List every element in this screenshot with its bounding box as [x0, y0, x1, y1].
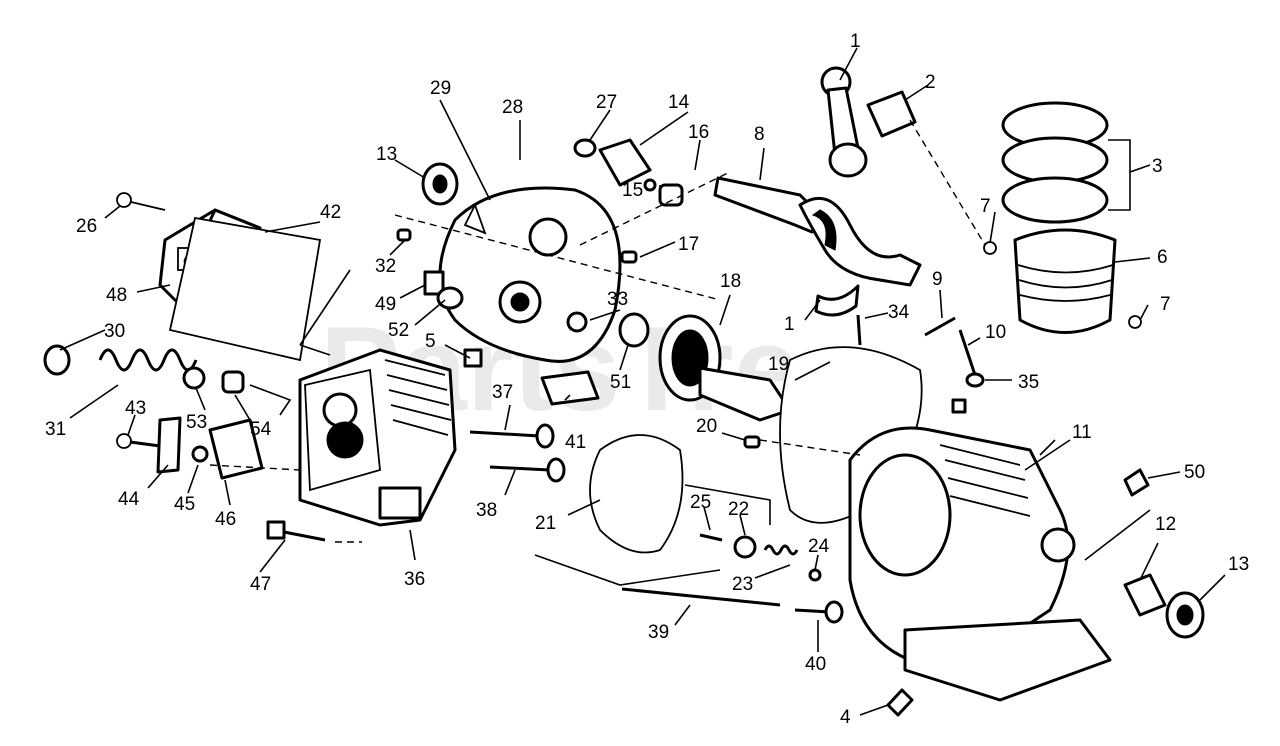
part-label-4: 4 — [840, 707, 851, 728]
part-label-37: 37 — [492, 382, 513, 403]
part-label-15: 15 — [622, 180, 643, 201]
part-label-28: 28 — [502, 97, 523, 118]
part-label-47: 47 — [250, 574, 271, 595]
part-label-3: 3 — [1152, 156, 1163, 177]
part-label-27: 27 — [596, 92, 617, 113]
part-label-9: 9 — [932, 269, 943, 290]
camshaft-part — [618, 312, 792, 422]
bushing-part — [1123, 573, 1205, 639]
part-label-23: 23 — [732, 574, 753, 595]
part-label-12: 12 — [1155, 514, 1176, 535]
part-label-18: 18 — [720, 271, 741, 292]
part-label-54: 54 — [250, 419, 272, 440]
screw-part — [116, 192, 166, 211]
head-bolt-part — [266, 520, 326, 542]
part-label-6: 6 — [1157, 247, 1168, 268]
part-label-7: 7 — [1160, 294, 1171, 315]
assembly-lines — [209, 119, 986, 471]
part-label-52: 52 — [388, 320, 409, 341]
part-label-21: 21 — [535, 513, 556, 534]
part-label-44: 44 — [118, 489, 140, 510]
part-label-41: 41 — [565, 432, 586, 453]
part-label-32: 32 — [375, 256, 396, 277]
part-label-42: 42 — [320, 202, 341, 223]
drain-plug-part — [423, 270, 483, 368]
part-label-7: 7 — [980, 196, 991, 217]
part-label-45: 45 — [174, 494, 195, 515]
part-label-22: 22 — [728, 499, 749, 520]
part-label-34: 34 — [888, 302, 910, 323]
part-label-29: 29 — [430, 78, 451, 99]
part-label-13: 13 — [1228, 554, 1249, 575]
part-label-33: 33 — [607, 289, 628, 310]
dowel-pin-part — [396, 228, 412, 242]
part-label-51: 51 — [610, 372, 631, 393]
part-label-1: 1 — [784, 314, 795, 335]
dowel-pin-part — [620, 250, 638, 264]
cylinder-block-part — [848, 426, 1112, 702]
part-labels: 1 1 2 3 4 5 6 7 7 8 9 10 11 12 13 13 14 … — [45, 31, 1249, 728]
crankshaft-part — [713, 176, 922, 287]
part-label-49: 49 — [375, 294, 396, 315]
part-label-25: 25 — [690, 492, 711, 513]
part-label-50: 50 — [1184, 462, 1205, 483]
part-label-13: 13 — [376, 144, 397, 165]
wrist-pin-part — [866, 90, 917, 138]
rocker-arm-part — [116, 416, 264, 480]
connecting-rod-part — [814, 66, 868, 317]
part-label-20: 20 — [696, 416, 717, 437]
stud-part — [1123, 468, 1150, 497]
oil-seal-part — [421, 162, 459, 206]
part-label-5: 5 — [425, 331, 436, 352]
part-label-39: 39 — [648, 622, 669, 643]
part-label-8: 8 — [754, 124, 765, 145]
part-label-30: 30 — [104, 321, 125, 342]
part-label-40: 40 — [805, 654, 826, 675]
rocker-cover-part: OHV — [158, 208, 322, 362]
leader-lines — [59, 47, 1226, 716]
piston-part — [1013, 228, 1117, 334]
part-label-53: 53 — [186, 412, 207, 433]
pushrod-part — [469, 423, 844, 624]
part-label-46: 46 — [215, 509, 236, 530]
part-label-10: 10 — [985, 322, 1006, 343]
piston-rings-part — [1001, 101, 1109, 224]
part-label-17: 17 — [678, 234, 699, 255]
valve-spring-part — [43, 344, 245, 394]
part-label-36: 36 — [404, 569, 425, 590]
part-label-48: 48 — [106, 285, 127, 306]
part-label-43: 43 — [125, 398, 146, 419]
part-label-38: 38 — [476, 500, 497, 521]
part-label-26: 26 — [76, 216, 97, 237]
part-label-19: 19 — [768, 354, 789, 375]
part-label-24: 24 — [808, 536, 830, 557]
part-label-35: 35 — [1018, 372, 1039, 393]
governor-arm-part — [856, 314, 985, 414]
part-label-11: 11 — [1072, 422, 1092, 443]
cylinder-head-part — [298, 348, 457, 527]
part-label-1: 1 — [850, 31, 861, 52]
oil-pump-part — [540, 311, 600, 406]
gasket-part — [589, 434, 684, 554]
circlip-part — [983, 241, 997, 255]
part-label-16: 16 — [688, 122, 709, 143]
part-label-2: 2 — [925, 72, 936, 93]
governor-part — [573, 138, 684, 207]
drain-plug-part — [886, 688, 914, 717]
part-label-14: 14 — [668, 92, 690, 113]
part-label-31: 31 — [45, 419, 66, 440]
circlip-part — [1128, 315, 1142, 329]
breather-valve-part — [699, 533, 822, 582]
pin-part — [743, 435, 761, 449]
